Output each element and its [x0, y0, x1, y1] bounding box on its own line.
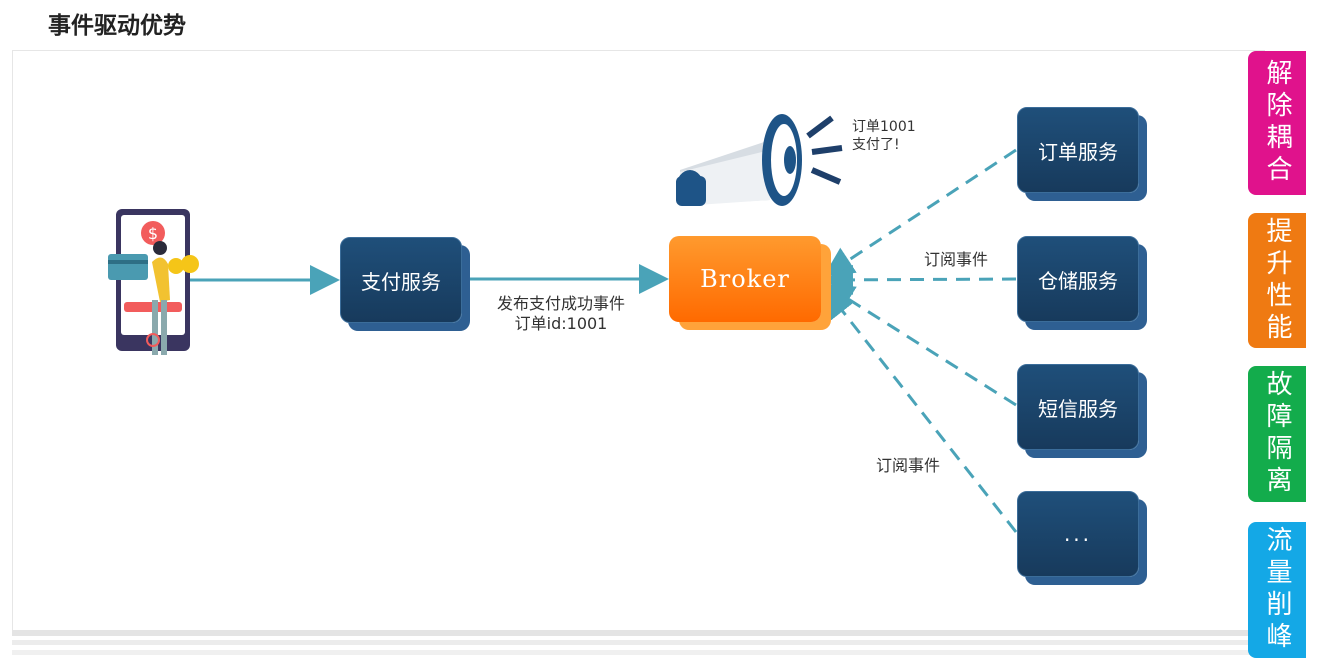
order-service-label: 订单服务 — [1038, 139, 1118, 164]
svg-text:$: $ — [148, 224, 158, 243]
page-stack-edge — [12, 650, 1264, 655]
page-title: 事件驱动优势 — [48, 13, 186, 39]
broker-label: Broker — [700, 265, 790, 293]
tab-decoupling: 解除耦合 — [1248, 51, 1306, 195]
storage-service-label: 仓储服务 — [1038, 268, 1118, 293]
megaphone-icon — [676, 114, 843, 206]
more-services-node: ... — [1017, 491, 1139, 577]
publish-event-line2: 订单id:1001 — [514, 314, 608, 333]
subscribe-label-top: 订阅事件 — [923, 250, 988, 269]
storage-service-node: 仓储服务 — [1017, 236, 1139, 322]
publish-event-label: 发布支付成功事件 订单id:1001 — [486, 294, 636, 334]
order-service-node: 订单服务 — [1017, 107, 1139, 193]
phone-payment-icon: $ — [108, 209, 199, 355]
sms-service-label: 短信服务 — [1038, 396, 1118, 421]
announcement-line2: 支付了! — [852, 137, 900, 153]
tab-performance: 提升性能 — [1248, 213, 1306, 348]
announcement-label: 订单1001 支付了! — [852, 118, 932, 154]
more-services-label: ... — [1063, 522, 1093, 546]
page-stack-edge — [12, 640, 1264, 645]
tab-fault-isolation-label: 故障隔离 — [1262, 370, 1292, 498]
sms-service-node: 短信服务 — [1017, 364, 1139, 450]
tab-performance-label: 提升性能 — [1262, 216, 1292, 345]
tab-traffic-shaving: 流量削峰 — [1248, 522, 1306, 658]
payment-service-label: 支付服务 — [361, 269, 441, 294]
announcement-line1: 订单1001 — [852, 119, 916, 135]
tab-traffic-shaving-label: 流量削峰 — [1262, 526, 1292, 654]
tab-fault-isolation: 故障隔离 — [1248, 366, 1306, 502]
publish-event-line1: 发布支付成功事件 — [496, 294, 625, 313]
page-stack-edge — [12, 630, 1264, 636]
tab-decoupling-label: 解除耦合 — [1262, 59, 1292, 187]
payment-service-node: 支付服务 — [340, 237, 462, 323]
broker-node: Broker — [669, 236, 821, 322]
subscribe-label-bottom: 订阅事件 — [875, 456, 940, 475]
